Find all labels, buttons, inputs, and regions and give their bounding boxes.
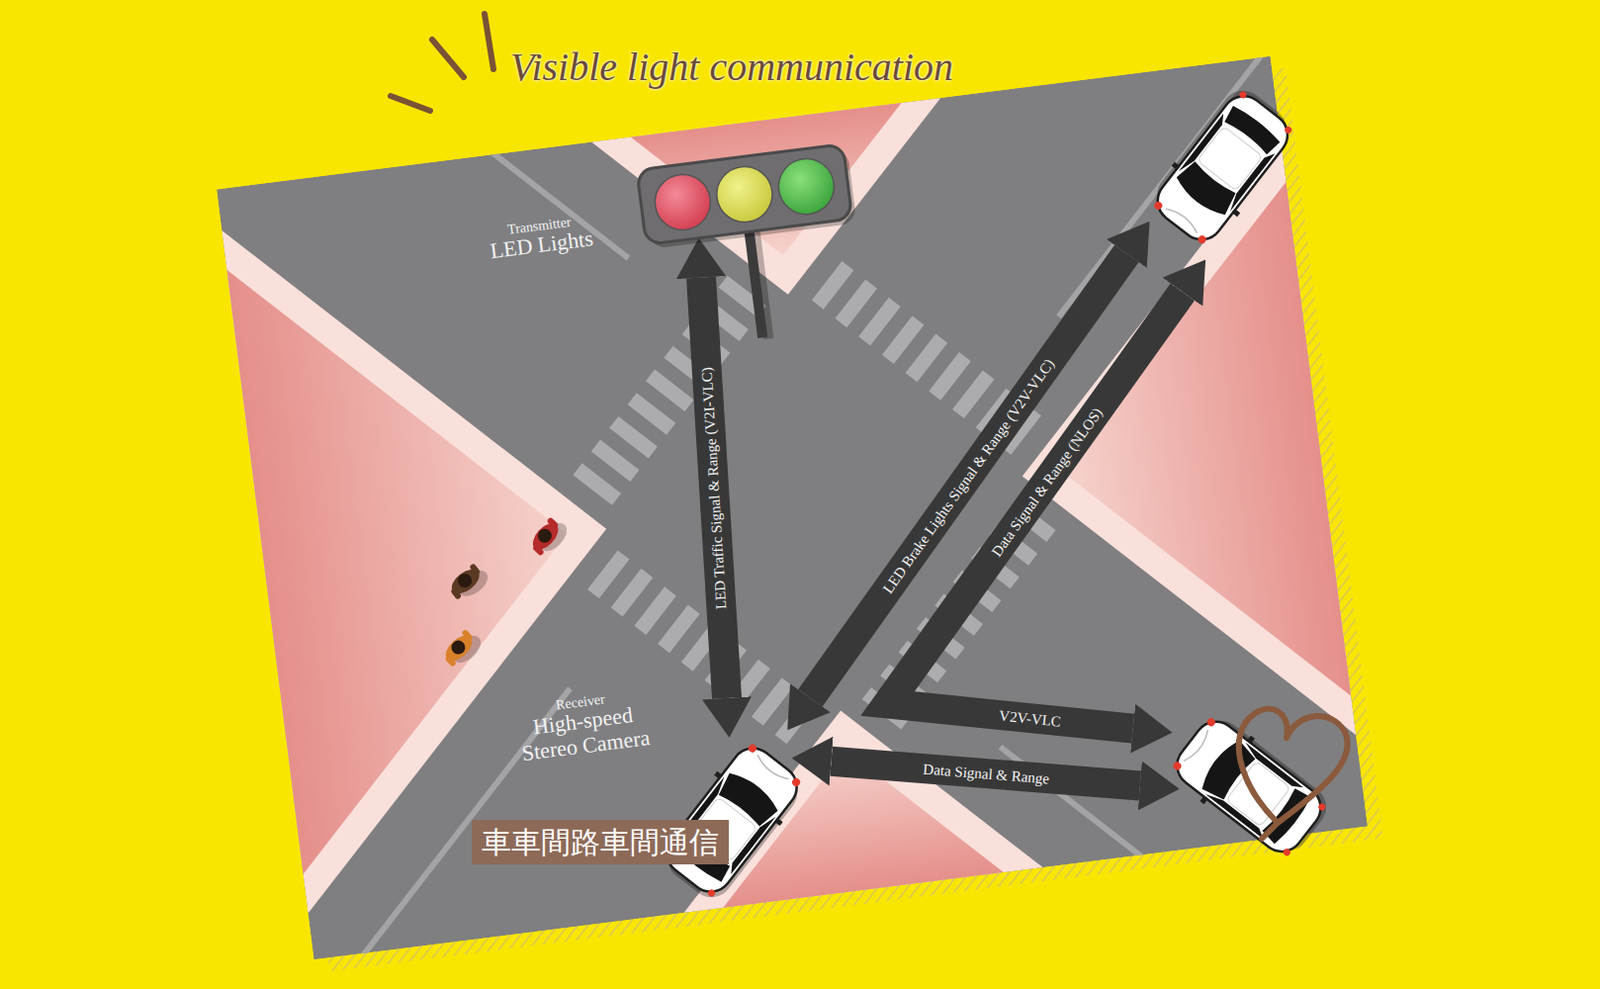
crosswalk-part	[591, 440, 640, 482]
crosswalk-part	[858, 297, 900, 347]
city-blocks	[216, 56, 1368, 960]
crosswalk-part	[609, 416, 658, 458]
car-body-group-part	[1171, 162, 1181, 171]
signal-lamps	[651, 155, 838, 233]
car-body-group-part	[1246, 735, 1255, 745]
car-body-group-part	[1232, 208, 1242, 217]
signal-arrow	[674, 277, 755, 699]
dash	[484, 13, 494, 70]
pedestrian-part	[532, 543, 545, 557]
car-body-group	[1144, 81, 1304, 253]
car-body-group-part	[1242, 742, 1304, 793]
car-body-group-part	[1222, 103, 1282, 157]
car-body-group-part	[1205, 789, 1267, 839]
car-body-group-part	[790, 776, 801, 788]
car-body-group-part	[754, 754, 790, 783]
signal-arrow	[831, 722, 1141, 824]
crosswalk-part	[633, 586, 676, 635]
pedestrian	[439, 625, 486, 672]
pedestrian-part	[454, 570, 475, 591]
car-body-group-part	[746, 742, 758, 754]
car-drawing	[1136, 102, 1283, 267]
signal-lamps-part	[775, 155, 838, 218]
illustration-card: TransmitterLED LightsReceiverHigh-speed …	[216, 56, 1368, 960]
crosswalk-part	[928, 352, 971, 401]
city-block-part	[984, 142, 1356, 773]
car-body-group-part	[1225, 150, 1275, 212]
crosswalk-part	[611, 568, 653, 618]
diagram-title: Visible light communication	[510, 45, 954, 89]
car-body-group-part	[1205, 716, 1217, 728]
vehicle	[1136, 102, 1283, 267]
pedestrian-part	[534, 526, 555, 546]
pedestrian-part	[460, 628, 474, 642]
caption-tag: 車車間路車間通信	[471, 819, 729, 865]
sparkle-dashes	[390, 13, 494, 111]
car-body-group-part	[1200, 796, 1209, 805]
car-body-group-part	[707, 888, 717, 898]
city-block-part	[221, 186, 649, 913]
car-body-group-part	[1317, 801, 1328, 812]
signal-lamps-part	[713, 163, 777, 226]
car-body-group-part	[1283, 124, 1294, 135]
car-drawing	[1169, 702, 1306, 855]
crosswalk-part	[811, 261, 854, 310]
pedestrian-part	[444, 654, 457, 668]
city-block	[591, 97, 964, 317]
signal-housing	[636, 144, 853, 246]
city-block	[221, 186, 649, 913]
car-body-group-part	[1168, 712, 1331, 861]
city-block-part	[226, 231, 606, 875]
car-drawing	[670, 729, 807, 892]
dash	[432, 39, 464, 78]
city-block	[984, 142, 1356, 773]
signal-pole	[743, 225, 768, 339]
pedestrian-part	[449, 587, 462, 601]
car-body-group-part	[1196, 234, 1208, 246]
pedestrian	[526, 514, 572, 561]
car-body-group-part	[725, 812, 776, 875]
car-body-group-part	[1260, 786, 1314, 846]
car-body-group-part	[1281, 847, 1292, 858]
vehicle	[1169, 702, 1306, 855]
crosswalk-part	[775, 696, 817, 745]
crosswalk-part	[751, 677, 794, 726]
crosswalk-part	[657, 605, 700, 654]
lane-lines	[216, 56, 1368, 960]
heart-stroke	[1239, 709, 1348, 839]
crosswalk-part	[882, 315, 924, 364]
car-body-group	[1164, 708, 1336, 868]
pedestrian-part	[448, 637, 469, 658]
pedestrians	[423, 511, 588, 674]
city-block-part	[630, 102, 919, 273]
pedestrian	[444, 560, 493, 606]
intersection-map	[216, 56, 1368, 960]
car-body-group-part	[713, 771, 723, 780]
signal-lamps-part	[651, 171, 714, 234]
pedestrian-part	[468, 562, 481, 576]
car-body-group-part	[1178, 113, 1229, 176]
car-body-group-part	[1153, 199, 1164, 211]
car-body-group-part	[1171, 760, 1183, 772]
signal-arrow	[760, 253, 1178, 698]
city-block-part	[591, 97, 964, 317]
dash	[390, 95, 431, 111]
crosswalk-part	[835, 278, 878, 328]
car-body-group-part	[1149, 87, 1297, 249]
car-body-group-part	[1183, 729, 1212, 765]
crosswalk-part	[905, 334, 948, 383]
pedestrian-part	[545, 516, 559, 530]
car-body-group-part	[1238, 89, 1248, 100]
crosswalk-part	[645, 369, 695, 412]
crosswalk-part	[627, 392, 677, 435]
crosswalk-part	[952, 369, 994, 419]
crosswalk-part	[572, 462, 622, 505]
road-surface	[216, 56, 1368, 960]
receiver-vehicle: ReceiverHigh-speed Stereo Camera	[670, 729, 807, 892]
car-body-group-part	[774, 817, 784, 826]
crosswalk-part	[587, 549, 629, 599]
car-body-group-part	[1165, 204, 1201, 233]
crosswalk	[572, 275, 767, 506]
signal-arrow	[840, 291, 1237, 759]
